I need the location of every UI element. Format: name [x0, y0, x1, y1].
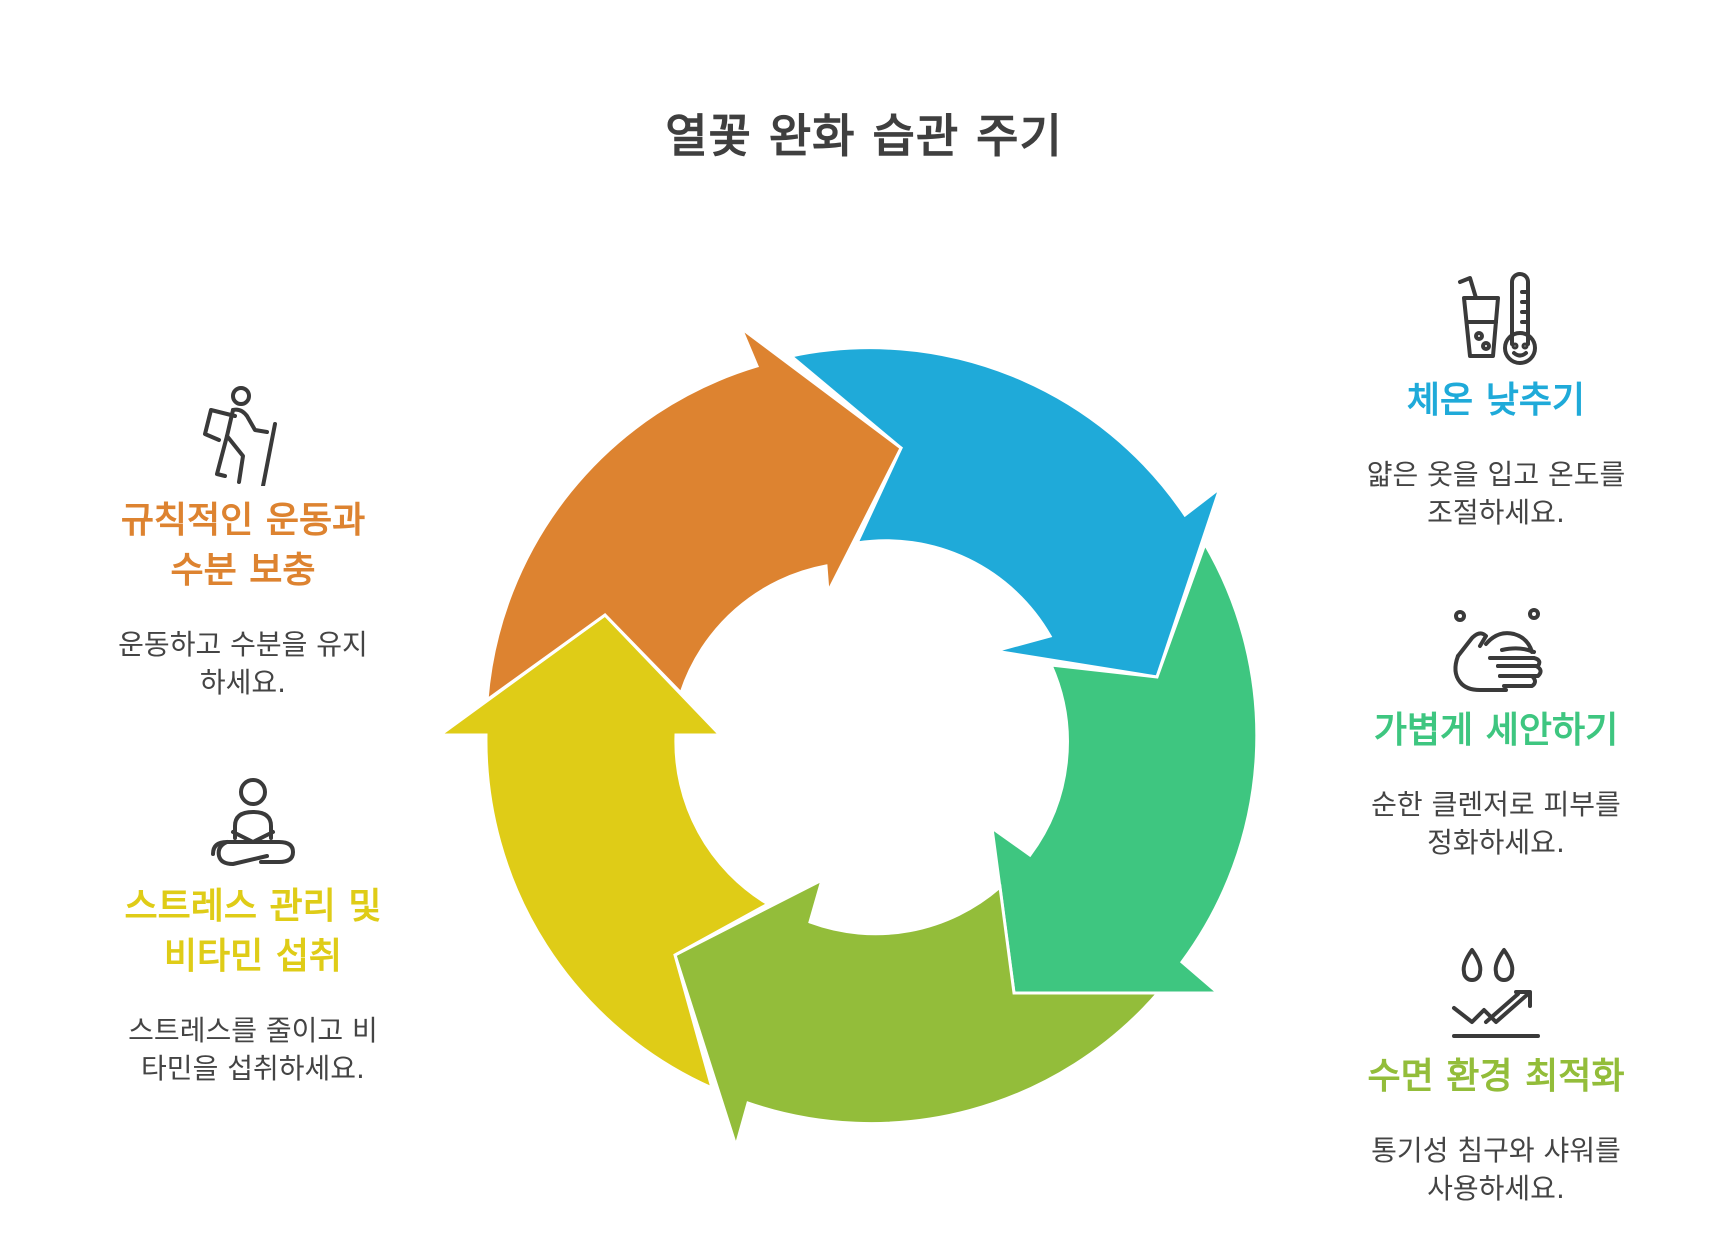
heading-line: 스트레스 관리 및: [124, 886, 382, 927]
description-line: 순한 클렌저로 피부를: [1371, 788, 1621, 821]
step-sleep-env: 수면 환경 최적화 통기성 침구와 샤워를 사용하세요.: [1331, 942, 1661, 1208]
step-description: 통기성 침구와 샤워를 사용하세요.: [1331, 1132, 1661, 1208]
thermometer-drink-icon: [1458, 272, 1537, 365]
arrow-segment-gentle-wash: [990, 540, 1259, 995]
arrow-segment-stress-vitamin: [435, 613, 772, 1091]
step-heading: 수면 환경 최적화: [1367, 1056, 1625, 1097]
description-line: 조절하세요.: [1427, 496, 1565, 529]
step-description: 운동하고 수분을 유지 하세요.: [78, 626, 408, 702]
description-line: 운동하고 수분을 유지: [118, 628, 368, 661]
water-drops-rising-icon: [1452, 948, 1540, 1038]
description-line: 하세요.: [199, 666, 287, 699]
step-description: 얇은 옷을 입고 온도를 조절하세요.: [1331, 456, 1661, 532]
step-heading: 가볍게 세안하기: [1373, 710, 1619, 751]
description-line: 스트레스를 줄이고 비: [128, 1014, 378, 1047]
description-line: 통기성 침구와 샤워를: [1371, 1134, 1621, 1167]
step-cool-body: 체온 낮추기 얇은 옷을 입고 온도를 조절하세요.: [1331, 266, 1661, 532]
heading-line: 수분 보충: [170, 550, 316, 591]
description-line: 사용하세요.: [1427, 1172, 1565, 1205]
arrow-segment-sleep-env: [673, 877, 1162, 1152]
heading-line: 규칙적인 운동과: [120, 500, 366, 541]
step-description: 스트레스를 줄이고 비 타민을 섭취하세요.: [88, 1012, 418, 1088]
step-heading: 규칙적인 운동과 수분 보충: [78, 496, 408, 596]
arrow-segment-exercise-hydration: [485, 323, 903, 704]
hand-washing-icon: [1453, 608, 1543, 692]
description-line: 얇은 옷을 입고 온도를: [1366, 458, 1626, 491]
step-heading: 체온 낮추기: [1406, 380, 1586, 421]
diagram-title: 열꽃 완화 습관 주기: [665, 109, 1063, 163]
meditation-person-icon: [211, 778, 295, 866]
heading-line: 비타민 섭취: [163, 936, 343, 977]
step-stress-vitamin: 스트레스 관리 및 비타민 섭취 스트레스를 줄이고 비 타민을 섭취하세요.: [88, 776, 418, 1088]
step-exercise-hydration: 규칙적인 운동과 수분 보충 운동하고 수분을 유지 하세요.: [78, 386, 408, 702]
step-gentle-wash: 가볍게 세안하기 순한 클렌저로 피부를 정화하세요.: [1331, 606, 1661, 862]
description-line: 정화하세요.: [1427, 826, 1565, 859]
step-heading: 스트레스 관리 및 비타민 섭취: [88, 882, 418, 982]
hiker-icon: [203, 386, 277, 486]
arrow-segment-cool-body: [787, 346, 1223, 679]
description-line: 타민을 섭취하세요.: [141, 1052, 365, 1085]
step-description: 순한 클렌저로 피부를 정화하세요.: [1331, 786, 1661, 862]
